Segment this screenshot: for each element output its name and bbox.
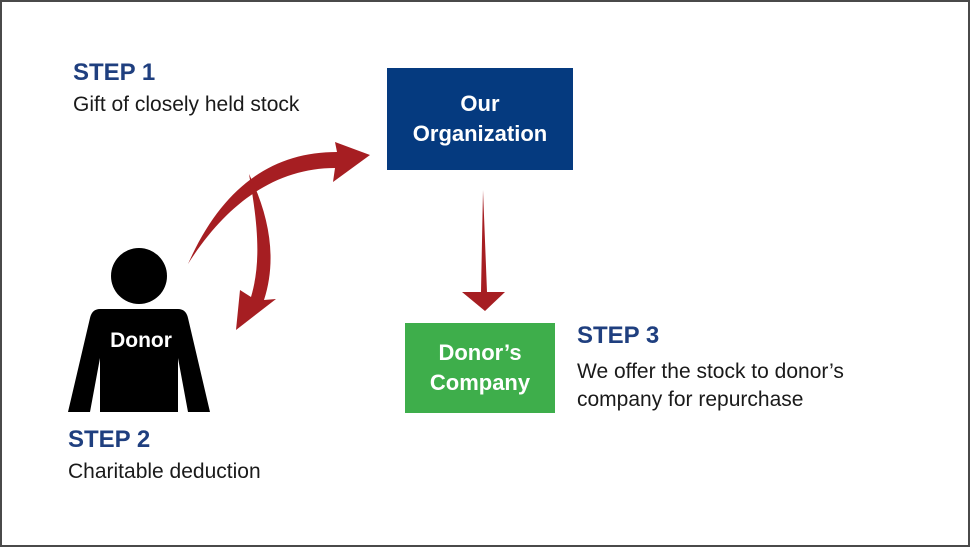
donor-label: Donor [110,329,172,352]
arrow-donor-to-organization [188,142,370,264]
donor-person-icon [68,248,210,412]
company-box: Donor’s Company [405,323,555,413]
step-3-title: STEP 3 [577,322,660,349]
step-1-title: STEP 1 [73,59,156,86]
arrow-organization-to-company [462,190,505,311]
step-1-description: Gift of closely held stock [73,93,300,116]
step-2-description: Charitable deduction [68,460,261,483]
arrow-organization-to-donor [236,174,276,330]
organization-box: Our Organization [387,68,573,170]
step-2-title: STEP 2 [68,426,151,453]
company-label: Donor’s Company [429,340,531,395]
step-3-description: We offer the stock to donor’s company fo… [577,360,844,411]
organization-label: Our Organization [412,91,548,146]
